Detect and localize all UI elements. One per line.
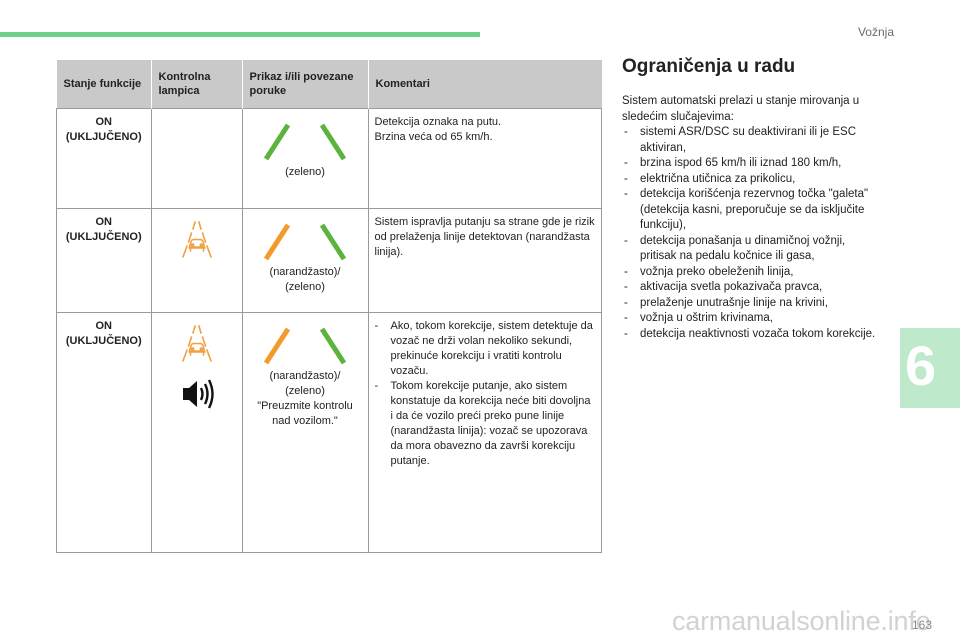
list-item: detekcija ponašanja u dinamičnoj vožnji,… — [622, 234, 884, 265]
display-cell: (narandžasto)/ (zeleno) — [241, 208, 369, 313]
list-item: aktivacija svetla pokazivača pravca, — [622, 280, 884, 296]
list-item: prelaženje unutrašnje linije na krivini, — [622, 296, 884, 312]
column-header: Stanje funkcije — [56, 60, 152, 109]
comment-line: Sistem ispravlja putanju sa strane gde j… — [374, 216, 595, 258]
chapter-number: 6 — [905, 334, 937, 397]
state-cell: ON (UKLJUČENO) — [56, 108, 152, 209]
comment-cell: Ako, tokom korekcije, sistem detektuje d… — [367, 312, 602, 553]
comment-item: Tokom korekcije putanje, ako sistem kons… — [375, 379, 596, 469]
column-header: Kontrolna lampica — [151, 60, 243, 109]
comment-line: Detekcija oznaka na putu. — [374, 116, 502, 128]
lane-lines-icon — [263, 223, 347, 261]
list-item: detekcija neaktivnosti vozača tokom kore… — [622, 327, 884, 343]
section-heading: Ograničenja u radu — [622, 56, 796, 77]
comment-item: Ako, tokom korekcije, sistem detektuje d… — [375, 319, 596, 379]
comment-cell: Sistem ispravlja putanju sa strane gde j… — [367, 208, 602, 313]
display-caption: (zeleno) — [285, 385, 325, 397]
display-cell: (narandžasto)/ (zeleno) "Preuzmite kontr… — [241, 312, 369, 553]
section-title: Vožnja — [857, 25, 894, 39]
column-header: Komentari — [368, 60, 602, 109]
state-cell: ON (UKLJUČENO) — [56, 312, 152, 553]
lane-lines-icon — [263, 327, 347, 365]
lane-lines-icon — [263, 123, 347, 161]
lane-assist-table: Stanje funkcije Kontrolna lampica Prikaz… — [56, 60, 602, 553]
display-caption: (zeleno) — [285, 166, 325, 178]
top-accent-bar — [0, 32, 480, 37]
limitations-list: sistemi ASR/DSC su deaktivirani ili je E… — [622, 125, 884, 342]
lamp-cell — [150, 208, 243, 313]
limitations-section: Ograničenja u radu Sistem automatski pre… — [622, 56, 884, 342]
list-item: brzina ispod 65 km/h ili iznad 180 km/h, — [622, 156, 884, 172]
page-number: 163 — [912, 618, 933, 632]
watermark: carmanualsonline.info — [672, 606, 931, 636]
display-caption: (narandžasto)/ — [269, 266, 341, 278]
comment-line: Brzina veća od 65 km/h. — [374, 131, 493, 143]
sound-icon — [182, 379, 214, 409]
lane-warning-orange-icon — [181, 221, 212, 258]
lamp-cell — [150, 108, 243, 209]
state-cell: ON (UKLJUČENO) — [56, 208, 152, 313]
table-row: ON (UKLJUČENO) — [56, 312, 602, 553]
display-cell: (zeleno) — [241, 108, 369, 209]
table-row: ON (UKLJUČENO) — [56, 208, 602, 313]
lamp-cell — [150, 312, 243, 553]
list-item: sistemi ASR/DSC su deaktivirani ili je E… — [622, 125, 884, 156]
table-row: ON (UKLJUČENO) (zeleno) Detekcija oznaka… — [56, 108, 602, 209]
display-caption: "Preuzmite kontrolu nad vozilom." — [257, 400, 353, 427]
lane-warning-orange-icon — [181, 325, 212, 362]
display-caption: (zeleno) — [285, 281, 325, 293]
comment-cell: Detekcija oznaka na putu. Brzina veća od… — [367, 108, 602, 209]
list-item: detekcija korišćenja rezervnog točka "ga… — [622, 187, 884, 234]
list-item: vožnja u oštrim krivinama, — [622, 311, 884, 327]
list-item: vožnja preko obeleženih linija, — [622, 265, 884, 281]
display-caption: (narandžasto)/ — [269, 370, 341, 382]
intro-text: Sistem automatski prelazi u stanje mirov… — [622, 95, 860, 123]
comment-list: Ako, tokom korekcije, sistem detektuje d… — [375, 319, 596, 469]
column-header: Prikaz i/ili povezane poruke — [242, 60, 369, 109]
list-item: električna utičnica za prikolicu, — [622, 172, 884, 188]
chapter-tab — [900, 328, 960, 408]
